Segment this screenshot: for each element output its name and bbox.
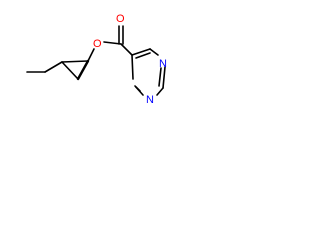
carbonyl-oxygen-label: O	[116, 13, 125, 25]
ester-oxygen-label: O	[93, 38, 102, 50]
bond-pyrimidine-4	[156, 87, 164, 96]
bond-ethyl-ch2	[44, 61, 63, 73]
pyrimidine-nitrogen-bottom-label: N	[146, 94, 154, 106]
bond-pyrimidine-1-inner	[135, 52, 151, 59]
pyrimidine-nitrogen-top-label: N	[159, 58, 167, 70]
bond-pyrimidine-1	[131, 48, 151, 56]
bond-stereo-hint	[76, 59, 90, 81]
bond-ring-ester-oxygen	[87, 48, 95, 62]
bond-pyrimidine-3	[162, 66, 166, 89]
bond-ester-oxygen-carbonyl	[103, 41, 122, 45]
bond-cyclopropane-1	[61, 61, 79, 80]
bond-pyrimidine-2	[149, 48, 159, 56]
structure-canvas: O O N N	[0, 0, 203, 124]
molecule-structure: O O N N	[26, 13, 167, 106]
bond-pyrimidine-5-inner	[135, 86, 141, 92]
bond-carbonyl-to-ring	[120, 43, 133, 56]
bond-pyrimidine-6	[131, 54, 134, 80]
bond-cyclopropane-2	[61, 60, 89, 63]
bond-pyrimidine-3-inner	[158, 67, 162, 87]
